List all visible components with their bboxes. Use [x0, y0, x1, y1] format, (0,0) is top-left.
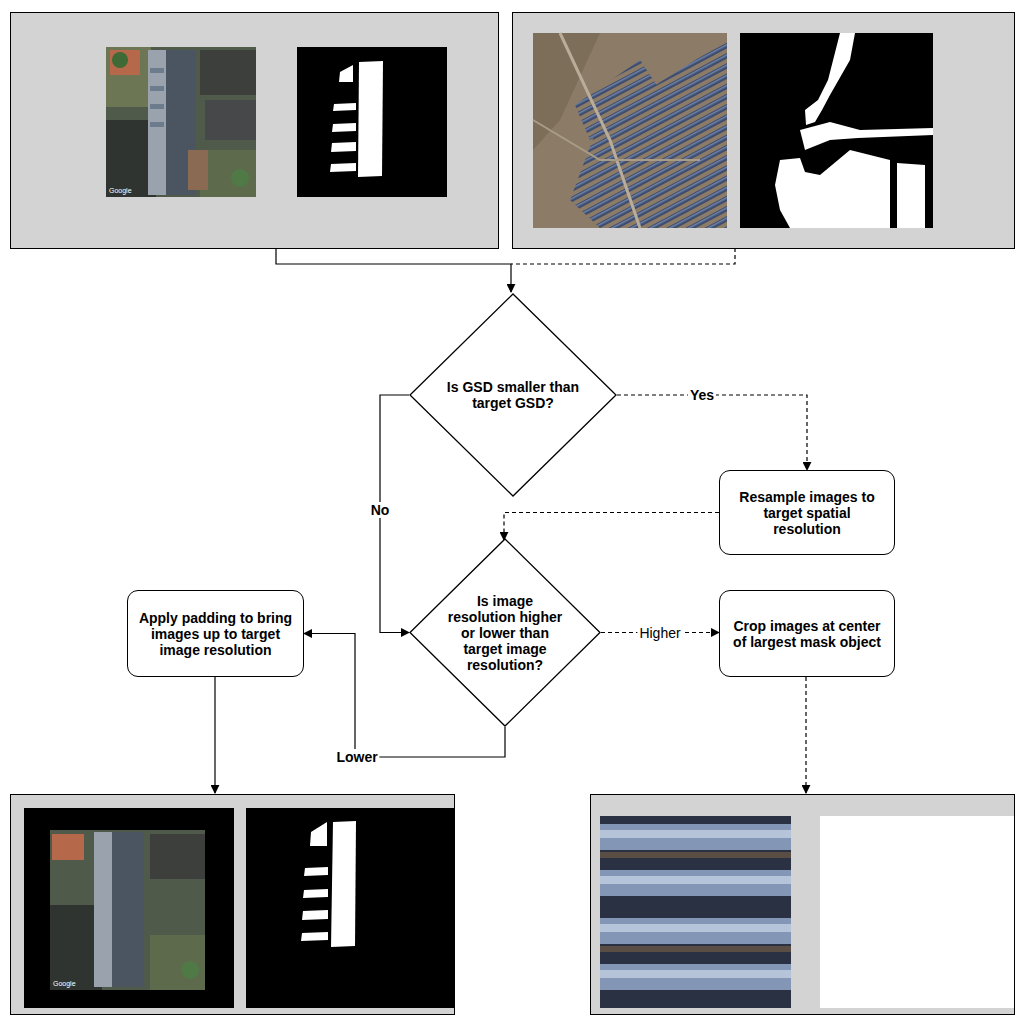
- cropped-image: [600, 816, 791, 1008]
- edge-label: Lower: [334, 749, 379, 765]
- process-box: Apply padding to bring images up to targ…: [127, 590, 304, 677]
- flow-arrow: [617, 395, 807, 470]
- diamond-outline: [410, 539, 600, 726]
- input-panel: [11, 13, 499, 249]
- node-text: Resample images to target spatial resolu…: [732, 489, 882, 537]
- flow-line: [276, 248, 511, 292]
- mask-image: [740, 33, 933, 228]
- output-panel: [11, 795, 455, 1015]
- watermark: Google: [53, 980, 76, 988]
- aerial-image: [106, 47, 256, 197]
- output-panel: [591, 795, 1015, 1015]
- mask-image: [297, 47, 447, 197]
- flow-line: [805, 677, 806, 793]
- flow-arrow: [504, 513, 719, 541]
- node-text: Is GSD smaller than target GSD?: [443, 379, 583, 411]
- aerial-image: [533, 33, 727, 228]
- node-text: Is image resolution higher or lower than…: [443, 593, 567, 673]
- process-box: Resample images to target spatial resolu…: [719, 470, 895, 555]
- cropped-mask: [820, 816, 1014, 1008]
- decision-diamond: Is image resolution higher or lower than…: [409, 538, 601, 727]
- watermark: Google: [109, 187, 132, 195]
- flow-line: [214, 677, 215, 793]
- padded-mask: [246, 808, 454, 1008]
- process-box: Crop images at center of largest mask ob…: [719, 590, 895, 677]
- input-panel: [513, 13, 1015, 249]
- edge-label: No: [369, 502, 392, 518]
- node-text: Apply padding to bring images up to targ…: [138, 610, 293, 658]
- node-text: Crop images at center of largest mask ob…: [732, 618, 882, 650]
- flow-line: [511, 248, 735, 264]
- edge-label: Higher: [637, 625, 682, 641]
- edge-label: Yes: [688, 387, 716, 403]
- diamond-outline: [410, 294, 616, 496]
- decision-diamond: Is GSD smaller than target GSD?: [409, 293, 617, 497]
- padded-image: [24, 808, 234, 1008]
